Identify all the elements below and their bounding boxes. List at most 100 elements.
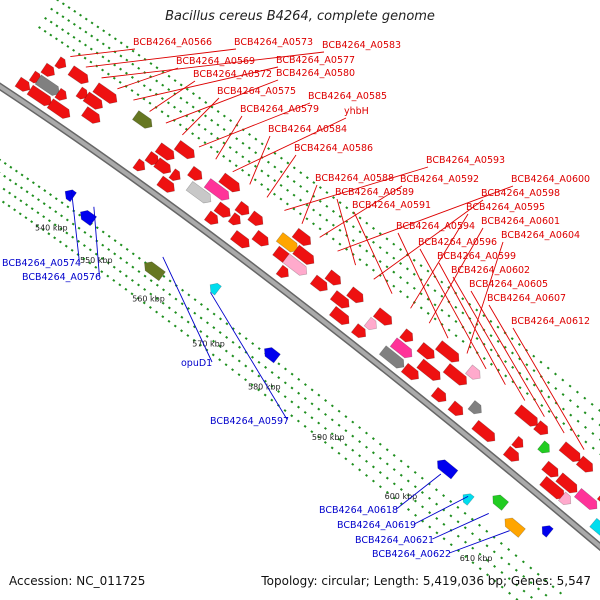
minor-tick-reverse bbox=[0, 165, 13, 186]
reverse-gene-arrow bbox=[80, 210, 98, 227]
forward-label-leader bbox=[133, 66, 279, 101]
forward-label-leader bbox=[198, 102, 311, 148]
minor-tick-forward bbox=[197, 105, 223, 140]
forward-gene-label: BCB4264_A0607 bbox=[487, 293, 566, 304]
forward-gene-arrow bbox=[54, 56, 67, 70]
forward-label-leader bbox=[165, 79, 279, 124]
minor-tick-forward bbox=[365, 233, 392, 267]
minor-tick-reverse bbox=[475, 541, 503, 575]
minor-tick-reverse bbox=[361, 448, 389, 481]
forward-gene-label: BCB4264_A0605 bbox=[469, 279, 548, 290]
minor-tick-reverse bbox=[50, 209, 76, 244]
minor-tick-forward bbox=[184, 96, 211, 131]
forward-gene-arrow bbox=[213, 201, 231, 218]
forward-gene-arrow bbox=[502, 445, 520, 462]
forward-gene-label: yhbH bbox=[344, 106, 369, 117]
forward-gene-label: BCB4264_A0601 bbox=[481, 216, 560, 227]
minor-tick-forward bbox=[60, 9, 85, 45]
minor-tick-reverse bbox=[0, 169, 18, 198]
forward-gene-arrow bbox=[557, 491, 572, 506]
minor-tick-forward bbox=[358, 228, 385, 262]
minor-tick-reverse bbox=[73, 226, 99, 261]
forward-gene-label: BCB4264_A0592 bbox=[400, 174, 479, 185]
minor-tick-forward bbox=[562, 392, 590, 426]
minor-tick-reverse bbox=[228, 342, 255, 376]
minor-tick-forward bbox=[298, 182, 325, 216]
minor-tick-forward bbox=[191, 101, 217, 136]
forward-gene-arrow bbox=[467, 400, 482, 415]
reverse-gene-arrow bbox=[492, 494, 510, 511]
forward-gene-arrow bbox=[154, 142, 175, 161]
forward-gene-arrow bbox=[247, 210, 264, 227]
forward-gene-arrow bbox=[399, 328, 414, 343]
minor-tick-forward bbox=[54, 5, 80, 41]
minor-tick-forward bbox=[325, 202, 352, 236]
minor-tick-reverse bbox=[158, 288, 185, 323]
reverse-gene-label: opuD1 bbox=[181, 358, 212, 369]
reverse-label-leader bbox=[210, 292, 288, 421]
minor-tick-reverse bbox=[553, 591, 563, 600]
forward-gene-arrow bbox=[153, 157, 172, 175]
minor-tick-forward bbox=[38, 0, 60, 30]
map-title: Bacillus cereus B4264, complete genome bbox=[165, 9, 435, 24]
forward-gene-arrow bbox=[92, 82, 118, 104]
forward-gene-label: BCB4264_A0566 bbox=[133, 37, 212, 48]
forward-gene-arrow bbox=[464, 364, 481, 380]
forward-gene-arrow bbox=[229, 229, 250, 249]
forward-label-leader bbox=[149, 80, 196, 112]
minor-tick-forward bbox=[489, 333, 517, 366]
minor-tick-reverse bbox=[0, 173, 24, 208]
forward-gene-label: BCB4264_A0599 bbox=[437, 251, 516, 262]
minor-tick-reverse bbox=[164, 293, 191, 327]
forward-gene-arrow bbox=[442, 363, 468, 386]
forward-gene-arrow bbox=[533, 420, 549, 436]
minor-tick-forward bbox=[426, 282, 454, 315]
minor-tick-forward bbox=[392, 254, 419, 288]
minor-tick-reverse bbox=[56, 213, 82, 248]
minor-tick-forward bbox=[371, 238, 399, 272]
forward-gene-arrow bbox=[218, 172, 241, 193]
minor-tick-reverse bbox=[410, 488, 438, 521]
kbp-tick-label: 600 kbp bbox=[385, 492, 418, 501]
forward-gene-arrow bbox=[282, 253, 308, 276]
minor-tick-forward bbox=[378, 244, 406, 277]
minor-tick-reverse bbox=[439, 511, 467, 545]
minor-tick-forward bbox=[412, 271, 440, 304]
forward-label-leader bbox=[419, 248, 487, 370]
minor-tick-reverse bbox=[183, 307, 210, 341]
minor-tick-forward bbox=[312, 192, 339, 226]
forward-gene-arrow bbox=[14, 76, 31, 92]
kbp-tick-label: 550 kbp bbox=[80, 256, 113, 265]
forward-gene-arrow bbox=[573, 487, 598, 510]
minor-tick-forward bbox=[468, 316, 496, 349]
forward-label-leader bbox=[452, 276, 526, 401]
minor-tick-reverse bbox=[152, 284, 178, 318]
forward-label-leader bbox=[249, 135, 271, 185]
forward-gene-label: BCB4264_A0572 bbox=[193, 69, 272, 80]
minor-tick-reverse bbox=[4, 177, 30, 212]
forward-gene-arrow bbox=[434, 340, 460, 363]
reverse-gene-label: BCB4264_A0576 bbox=[22, 272, 101, 283]
minor-tick-reverse bbox=[468, 535, 496, 568]
minor-tick-forward bbox=[203, 110, 229, 145]
minor-tick-reverse bbox=[425, 500, 453, 533]
forward-gene-arrow bbox=[416, 358, 441, 381]
kbp-tick-label: 570 kbp bbox=[192, 340, 225, 349]
minor-tick-reverse bbox=[247, 357, 274, 391]
forward-gene-arrow bbox=[416, 341, 435, 360]
minor-tick-reverse bbox=[97, 243, 123, 278]
minor-tick-forward bbox=[305, 187, 332, 221]
minor-tick-reverse bbox=[307, 404, 334, 438]
minor-tick-reverse bbox=[396, 476, 424, 510]
forward-gene-arrow bbox=[378, 345, 405, 369]
minor-tick-reverse bbox=[260, 367, 287, 401]
forward-gene-arrow bbox=[558, 441, 581, 463]
forward-gene-label: BCB4264_A0593 bbox=[426, 155, 505, 166]
minor-tick-reverse bbox=[482, 548, 511, 581]
minor-tick-reverse bbox=[61, 217, 87, 252]
forward-gene-arrow bbox=[541, 460, 559, 478]
minor-tick-forward bbox=[497, 339, 525, 372]
forward-gene-label: BCB4264_A0602 bbox=[451, 265, 530, 276]
forward-gene-arrow bbox=[131, 110, 153, 129]
